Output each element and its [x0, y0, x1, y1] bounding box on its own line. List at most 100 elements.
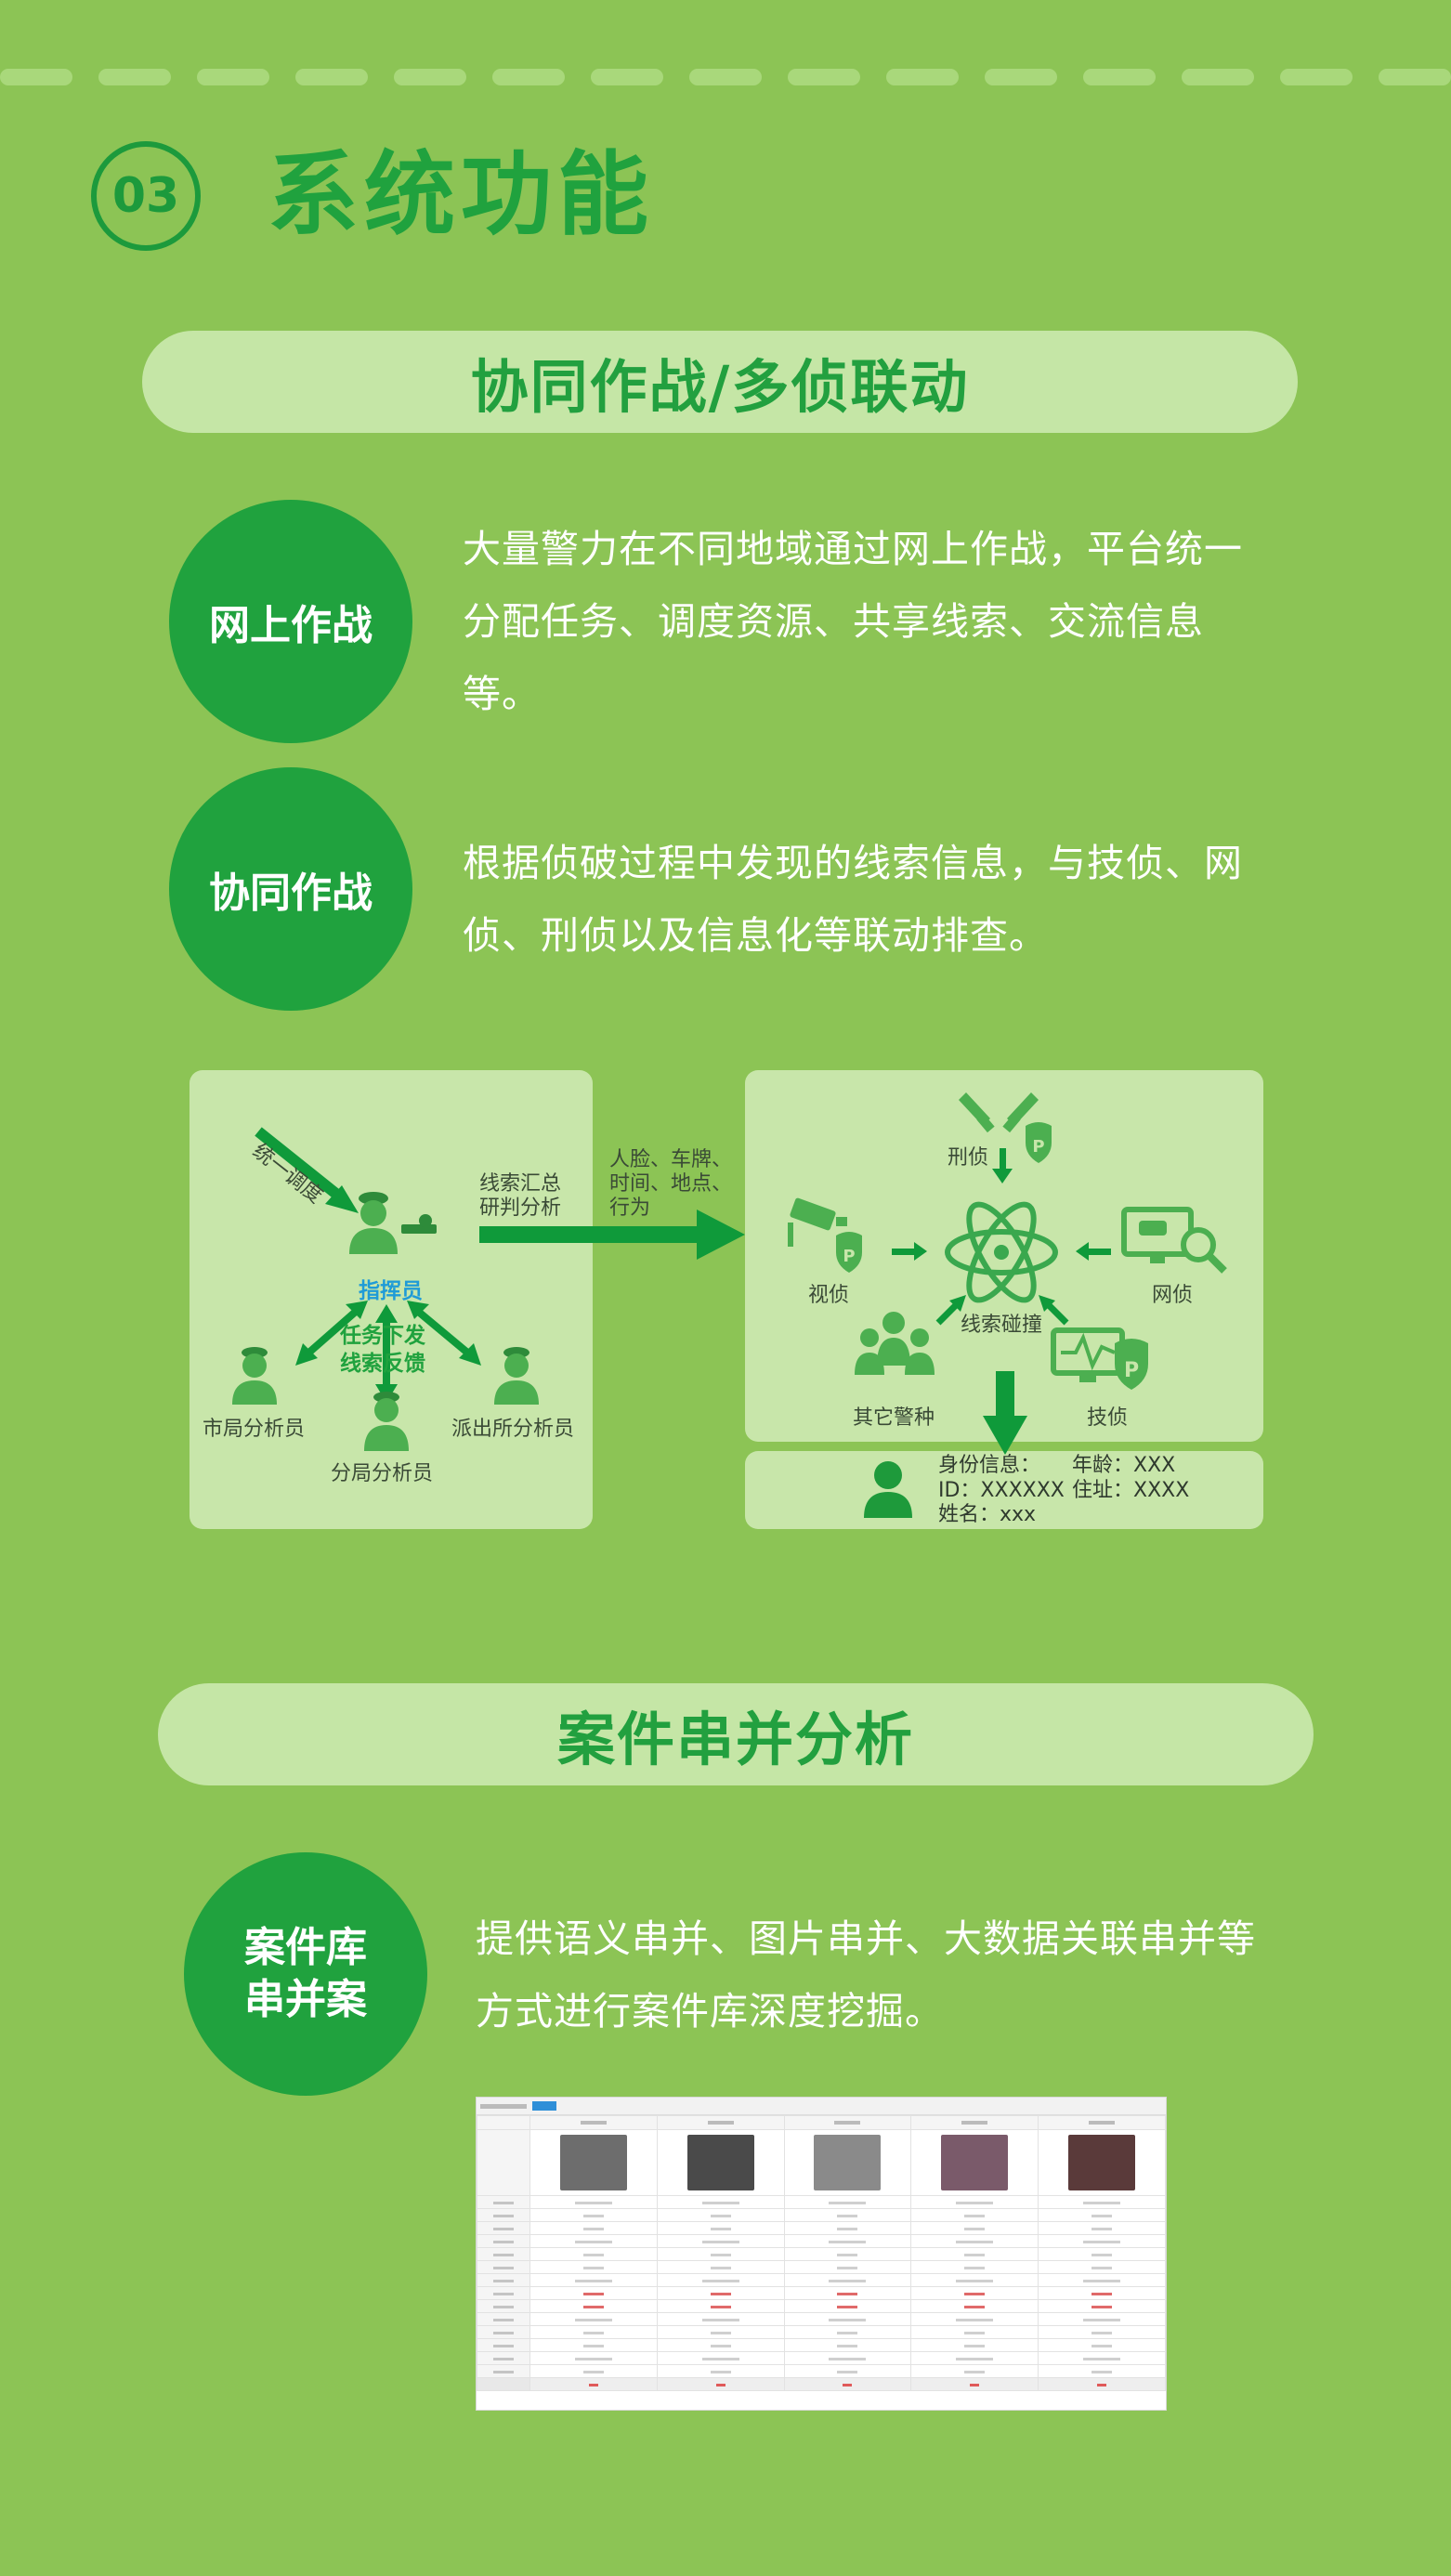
table-cell: [910, 2325, 1039, 2339]
table-cell: [1038, 2351, 1166, 2365]
table-cell: [529, 2377, 658, 2391]
types-label-1: 人脸、车牌、: [609, 1148, 733, 1171]
table-cell: [656, 2247, 785, 2261]
label-circle-online-combat: 网上作战: [169, 500, 412, 743]
clue-feedback-label: 线索反馈: [340, 1352, 425, 1376]
table-cell: [910, 2338, 1039, 2352]
table-cell: [910, 2286, 1039, 2300]
table-cell: [656, 2351, 785, 2365]
table-row: [477, 2195, 1166, 2209]
desc-line: 根据侦破过程中发现的线索信息，与技侦、网: [463, 841, 1243, 885]
table-cell: [529, 2195, 658, 2209]
table-cell: [783, 2351, 912, 2365]
dash-segment: [295, 69, 368, 85]
table-cell: [656, 2208, 785, 2222]
table-cell: [529, 2273, 658, 2287]
table-cell: [656, 2129, 785, 2196]
table-cell: [1038, 2260, 1166, 2274]
table-cell: [1038, 2273, 1166, 2287]
case-photo: [814, 2135, 882, 2190]
table-row: [477, 2221, 1166, 2235]
table-cell: [656, 2338, 785, 2352]
desc-case-library: 提供语义串并、图片串并、大数据关联串并等 方式进行案件库深度挖掘。: [476, 1903, 1349, 2047]
table-header-row: [477, 2115, 1166, 2130]
table-cell: [783, 2129, 912, 2196]
table-cell: [477, 2129, 530, 2196]
table-cell: [477, 2260, 530, 2274]
table-header-cell: [656, 2115, 785, 2130]
table-cell: [1038, 2195, 1166, 2209]
table-cell: [656, 2195, 785, 2209]
table-row: [477, 2247, 1166, 2261]
dash-segment: [1379, 69, 1451, 85]
table-row: [477, 2351, 1166, 2365]
station-analyst-icon: [494, 1347, 539, 1405]
name-label: 姓名：xxx: [938, 1503, 1037, 1526]
table-cell: [477, 2312, 530, 2326]
table-cell: [656, 2260, 785, 2274]
table-row: [477, 2234, 1166, 2248]
table-cell: [477, 2364, 530, 2378]
desc-line: 分配任务、调度资源、共享线索、交流信息: [463, 599, 1204, 644]
table-cell: [783, 2260, 912, 2274]
table-cell: [910, 2299, 1039, 2313]
table-cell: [910, 2129, 1039, 2196]
table-row: [477, 2325, 1166, 2339]
dash-segment: [492, 69, 565, 85]
arrow-right-icon: [892, 1242, 927, 1261]
table-header-cell: [477, 2115, 530, 2130]
table-cell: [656, 2312, 785, 2326]
table-cell: [783, 2338, 912, 2352]
other-police-icon: [855, 1312, 935, 1375]
table-cell: [529, 2312, 658, 2326]
table-cell: [783, 2273, 912, 2287]
table-footer-row: [477, 2377, 1166, 2391]
table-header-cell: [1038, 2115, 1166, 2130]
table-cell: [783, 2286, 912, 2300]
dash-segment: [1280, 69, 1353, 85]
other-police-label: 其它警种: [853, 1406, 935, 1430]
table-cell: [1038, 2286, 1166, 2300]
table-cell: [1038, 2129, 1166, 2196]
table-cell: [656, 2221, 785, 2235]
table-cell: [1038, 2247, 1166, 2261]
desc-online-combat: 大量警力在不同地域通过网上作战，平台统一 分配任务、调度资源、共享线索、交流信息…: [463, 513, 1317, 730]
dash-segment: [1083, 69, 1156, 85]
arrow-up-left-icon: [1039, 1295, 1069, 1326]
table-row: [477, 2312, 1166, 2326]
table-cell: [783, 2299, 912, 2313]
table-cell: [477, 2221, 530, 2235]
table-cell: [656, 2234, 785, 2248]
technical-investigation-icon: P: [1051, 1327, 1148, 1390]
dashed-divider: [0, 69, 1451, 85]
desc-line: 大量警力在不同地域通过网上作战，平台统一: [463, 527, 1243, 571]
station-analyst-label: 派出所分析员: [451, 1418, 575, 1441]
table-cell: [1038, 2208, 1166, 2222]
table-cell: [656, 2299, 785, 2313]
table-header-cell: [910, 2115, 1039, 2130]
section-pill-coordinated-combat: 协同作战/多侦联动: [142, 331, 1298, 433]
table-cell: [529, 2351, 658, 2365]
table-cell: [477, 2286, 530, 2300]
task-down-label: 任务下发: [340, 1324, 425, 1348]
desc-coordinated-combat: 根据侦破过程中发现的线索信息，与技侦、网 侦、刑侦以及信息化等联动排查。: [463, 827, 1317, 972]
atom-collision-icon: [945, 1201, 1058, 1303]
table-cell: [783, 2195, 912, 2209]
desc-line: 方式进行案件库深度挖掘。: [476, 1989, 944, 2033]
case-comparison-screenshot: [476, 2097, 1167, 2411]
table-cell: [1038, 2221, 1166, 2235]
section-pill-case-analysis: 案件串并分析: [158, 1683, 1314, 1785]
command-arrows-icon: [295, 1301, 481, 1403]
dash-segment: [985, 69, 1057, 85]
dash-segment: [0, 69, 72, 85]
result-arrow-icon: [983, 1371, 1027, 1455]
table-cell: [477, 2234, 530, 2248]
table-cell: [477, 2247, 530, 2261]
table-cell: [910, 2364, 1039, 2378]
table-cell: [656, 2364, 785, 2378]
types-label-2: 时间、地点、: [609, 1172, 733, 1196]
case-photo: [559, 2135, 627, 2190]
table-cell: [477, 2377, 530, 2391]
table-cell: [1038, 2325, 1166, 2339]
arrow-up-right-icon: [935, 1295, 966, 1326]
